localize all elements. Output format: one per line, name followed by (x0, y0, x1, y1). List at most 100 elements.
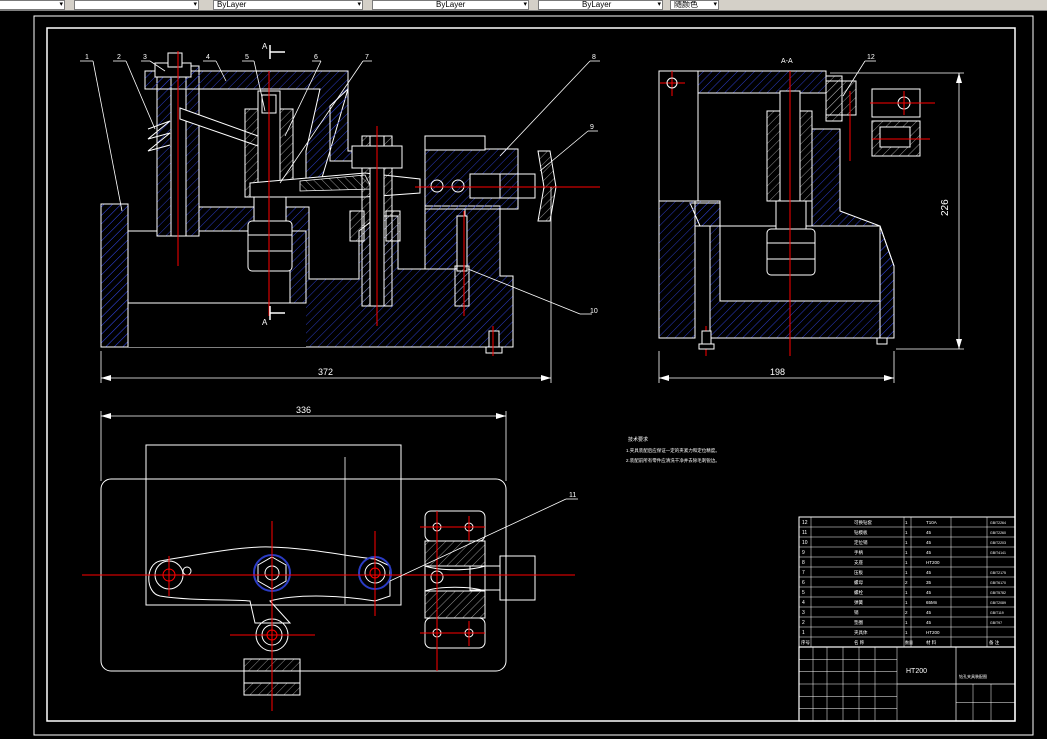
part-row-material: 45 (926, 570, 932, 575)
part-row-no: 12 (802, 520, 808, 526)
lineweight-dropdown[interactable]: ByLayer▾ (538, 0, 663, 10)
title-drawing-name: 钻孔夹具装配图 (959, 673, 987, 679)
part-row-qty: 1 (905, 540, 908, 545)
parts-header-std: 备 注 (989, 639, 1000, 646)
part-row-name: 销 (854, 609, 859, 616)
linetype-dropdown[interactable]: ByLayer ▾ (372, 0, 529, 10)
part-row-std: GB/T2264 (990, 521, 1006, 525)
chevron-down-icon: ▾ (523, 1, 527, 8)
balloon-6: 6 (314, 54, 318, 61)
part-row-std: GB/T6170 (990, 581, 1006, 585)
drawing-canvas[interactable]: A A 1 2 3 4 5 6 7 8 9 10 (0, 11, 1047, 739)
tech-notes-heading: 技术要求 (628, 436, 648, 443)
part-row-no: 4 (802, 600, 805, 606)
part-row-name: 弹簧 (854, 599, 863, 606)
part-row-material: 45 (926, 610, 932, 615)
locating-pin (456, 215, 468, 272)
part-row-std: GB/T97 (990, 621, 1002, 625)
part-row-name: 钻模板 (854, 529, 868, 536)
part-row-std: GB/T5782 (990, 591, 1006, 595)
part-row-no: 1 (802, 630, 805, 636)
side-top-plate (697, 70, 827, 94)
part-row-material: T10A (926, 520, 937, 525)
parts-header-qty: 数量 (905, 639, 913, 645)
part-row-no: 10 (802, 540, 808, 546)
part-row-std: GB/T2203 (990, 541, 1006, 545)
part-row-std: GB/T2089 (990, 601, 1006, 605)
section-label-top: A (262, 42, 268, 51)
linetype-value: ByLayer (436, 0, 466, 9)
part-row-no: 8 (802, 560, 805, 566)
part-row-qty: 1 (905, 520, 908, 525)
part-row-name: 定位销 (854, 539, 868, 546)
dim-side-height: 226 (940, 199, 951, 216)
tech-notes-line1: 1.夹具装配后应保证一定的夹紧力和定位精度。 (626, 447, 720, 454)
drill-bushing (825, 80, 857, 116)
part-row-no: 7 (802, 570, 805, 576)
part-row-name: 夹具体 (854, 629, 868, 636)
balloon-7: 7 (365, 54, 369, 61)
balloon-2: 2 (117, 54, 121, 61)
part-row-material: HT200 (926, 560, 940, 565)
title-material: HT200 (906, 668, 927, 675)
part-row-qty: 2 (905, 580, 908, 585)
part-row-name: 压板 (854, 569, 863, 576)
color-dropdown[interactable]: ByLayer▾ (213, 0, 363, 10)
part-row-std: GB/T119 (990, 611, 1004, 615)
properties-toolbar: ▾ ▾ ByLayer▾ ByLayer▾ ByLayer▾ 随颜色▾ (0, 0, 1047, 11)
part-row-qty: 1 (905, 630, 908, 635)
cad-drawing: A A 1 2 3 4 5 6 7 8 9 10 (33, 15, 1034, 736)
part-row-material: 35 (926, 580, 932, 585)
balloon-5: 5 (245, 54, 249, 61)
balloon-1: 1 (85, 54, 89, 61)
part-row-name: 垫圈 (854, 619, 863, 626)
balloon-8: 8 (592, 54, 596, 61)
top-plate-outline (145, 444, 402, 606)
tech-notes-line2: 2.装配前所有零件应清洗干净并去除毛刺锐边。 (626, 457, 720, 464)
parts-header-no: 序号 (801, 639, 810, 646)
part-row-qty: 1 (905, 590, 908, 595)
part-row-no: 2 (802, 620, 805, 626)
handle (537, 150, 557, 222)
plotstyle-value: 随颜色 (674, 0, 698, 9)
top-view: 11 336 (82, 405, 578, 711)
dim-front-width: 372 (318, 367, 333, 377)
part-row-no: 3 (802, 610, 805, 616)
layer-state-dropdown[interactable]: ▾ (74, 0, 199, 10)
part-row-name: 螺栓 (854, 589, 863, 596)
balloon-12: 12 (867, 54, 875, 61)
parts-header-name: 名 称 (854, 639, 865, 646)
balloon-3: 3 (143, 54, 147, 61)
chevron-down-icon: ▾ (657, 1, 661, 8)
hex-nut (247, 220, 293, 272)
leader-lines (80, 60, 600, 315)
part-row-material: HT200 (926, 630, 940, 635)
side-view: A-A 12 226 198 (658, 54, 964, 383)
part-row-std: GB/T2260 (990, 531, 1006, 535)
balloon-labels: 1 2 3 4 5 6 7 8 9 10 (85, 54, 598, 315)
chevron-down-icon: ▾ (713, 1, 717, 8)
balloon-4: 4 (206, 54, 210, 61)
part-row-name: 可换钻套 (854, 519, 872, 526)
part-row-no: 11 (802, 530, 807, 536)
part-row-material: 45 (926, 550, 932, 555)
side-view-title: A-A (781, 58, 793, 65)
balloon-11: 11 (569, 492, 576, 499)
part-row-material: 65Mn (926, 600, 938, 605)
layer-dropdown[interactable]: ▾ (0, 0, 65, 10)
chevron-down-icon: ▾ (193, 1, 197, 8)
technical-notes: 技术要求 1.夹具装配后应保证一定的夹紧力和定位精度。 2.装配前所有零件应清洗… (626, 436, 720, 464)
part-row-qty: 1 (905, 560, 908, 565)
part-row-material: 45 (926, 590, 932, 595)
part-row-name: 手柄 (854, 549, 863, 556)
balloon-10: 10 (590, 308, 598, 315)
plotstyle-dropdown[interactable]: 随颜色 ▾ (670, 0, 719, 10)
part-row-std: GB/T4141 (990, 551, 1006, 555)
part-row-qty: 2 (905, 610, 908, 615)
balloon-9: 9 (590, 124, 594, 131)
part-row-name: 支座 (854, 559, 863, 566)
part-row-material: 45 (926, 540, 932, 545)
dim-side-width: 198 (770, 367, 785, 377)
part-row-material: 45 (926, 620, 932, 625)
